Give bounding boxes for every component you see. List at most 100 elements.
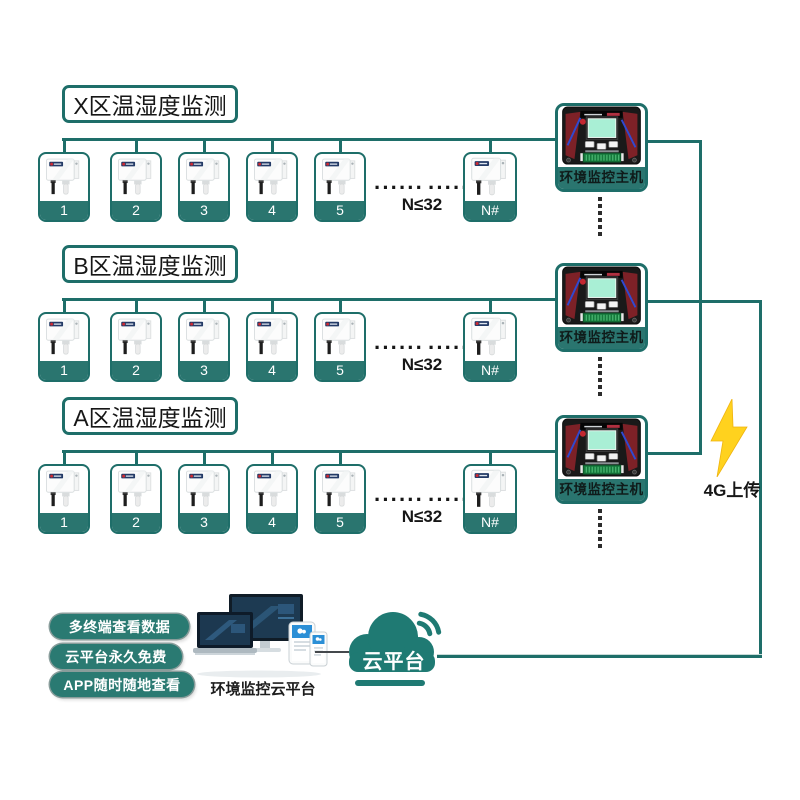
bus-drop-line: [203, 450, 206, 466]
sensor-device-image: [316, 154, 364, 201]
sensor-card: 4: [246, 464, 298, 534]
sensor-device-image: [40, 154, 88, 201]
bus-drop-line: [203, 298, 206, 314]
sensor-number: 4: [248, 361, 296, 380]
host-card: 环境监控主机: [555, 263, 648, 352]
host-card: 环境监控主机: [555, 415, 648, 504]
continuation-dots: [598, 509, 602, 548]
sensor-device-image: [465, 154, 515, 201]
sensor-device-image: [316, 314, 364, 361]
sensor-device-image: [248, 466, 296, 513]
cloud-label: 云平台: [362, 651, 426, 673]
sensor-number: 5: [316, 513, 364, 532]
bus-drop-line: [203, 138, 206, 154]
sensor-number: 4: [248, 201, 296, 220]
zone-title-b: B区温湿度监测: [62, 245, 238, 283]
sensor-device-image: [112, 154, 160, 201]
sensor-device-image: [40, 466, 88, 513]
bus-drop-line: [339, 138, 342, 154]
bus-drop-line: [135, 298, 138, 314]
sensor-card-n: N#: [463, 464, 517, 534]
host-device-image: [558, 418, 645, 479]
cloud-uplink-line: [437, 654, 762, 658]
zone-section-x: X区温湿度监测 1 2 3 4 5 ······ ······ N≤32: [0, 85, 800, 245]
bus-drop-line: [271, 450, 274, 466]
sensor-card: 2: [110, 464, 162, 534]
multi-device-image: [193, 594, 328, 678]
sensor-number: N#: [465, 361, 515, 380]
device-to-cloud-line: [315, 651, 349, 653]
sensor-device-image: [40, 314, 88, 361]
sensor-card: 3: [178, 312, 230, 382]
uplink-trunk-line: [759, 300, 762, 657]
sensor-number: 4: [248, 513, 296, 532]
sensor-device-image: [112, 314, 160, 361]
host-to-bus-line: [647, 300, 762, 303]
host-label: 环境监控主机: [558, 327, 645, 349]
sensor-number: 2: [112, 201, 160, 220]
sensor-device-image: [180, 154, 228, 201]
ellipsis-dots: ······: [374, 175, 424, 200]
bus-drop-line: [135, 138, 138, 154]
zone-section-b: B区温湿度监测 1 2 3 4 5 ······ ······ N≤32: [0, 245, 800, 405]
sensor-count-limit: N≤32: [401, 355, 443, 374]
host-to-bus-line: [647, 140, 702, 143]
sensor-number: 3: [180, 201, 228, 220]
sensor-number: 2: [112, 361, 160, 380]
sensor-card: 3: [178, 464, 230, 534]
cloud-platform-icon: [349, 611, 442, 686]
sensor-number: 1: [40, 513, 88, 532]
sensor-device-image: [180, 314, 228, 361]
ellipsis-dots: ······: [374, 487, 424, 512]
sensor-card: 4: [246, 152, 298, 222]
host-label: 环境监控主机: [558, 479, 645, 501]
sensor-number: 5: [316, 361, 364, 380]
sensor-device-image: [465, 466, 515, 513]
host-label: 环境监控主机: [558, 167, 645, 189]
bus-drop-line: [135, 450, 138, 466]
sensor-card: 4: [246, 312, 298, 382]
bus-drop-line: [489, 450, 492, 466]
bus-drop-line: [63, 138, 66, 154]
sensor-card: 2: [110, 312, 162, 382]
sensor-count-limit: N≤32: [401, 507, 443, 526]
sensor-card: 3: [178, 152, 230, 222]
upload-label: 4G上传: [703, 481, 761, 500]
sensor-card-n: N#: [463, 152, 517, 222]
bus-drop-line: [339, 450, 342, 466]
platform-label: 环境监控云平台: [210, 681, 316, 698]
bus-drop-line: [271, 298, 274, 314]
zone-title-a: A区温湿度监测: [62, 397, 238, 435]
host-card: 环境监控主机: [555, 103, 648, 192]
host-trunk-line: [699, 140, 702, 455]
sensor-number: 5: [316, 201, 364, 220]
sensor-device-image: [465, 314, 515, 361]
sensor-card-n: N#: [463, 312, 517, 382]
sensor-card: 5: [314, 464, 366, 534]
ellipsis-dots: ······: [374, 335, 424, 360]
sensor-number: N#: [465, 201, 515, 220]
host-to-bus-line: [647, 452, 702, 455]
sensor-number: 1: [40, 201, 88, 220]
feature-pill-app: APP随时随地查看: [50, 672, 194, 697]
sensor-card: 1: [38, 152, 90, 222]
sensor-device-image: [316, 466, 364, 513]
sensor-card: 1: [38, 312, 90, 382]
bus-drop-line: [63, 298, 66, 314]
sensor-number: 3: [180, 513, 228, 532]
bus-drop-line: [63, 450, 66, 466]
sensor-bus-line: [62, 138, 555, 141]
sensor-device-image: [180, 466, 228, 513]
sensor-device-image: [112, 466, 160, 513]
continuation-dots: [598, 197, 602, 236]
bus-drop-line: [271, 138, 274, 154]
sensor-card: 1: [38, 464, 90, 534]
host-device-image: [558, 106, 645, 167]
zone-section-a: A区温湿度监测 1 2 3 4 5 ······ ······ N≤32: [0, 397, 800, 557]
lightning-bolt-icon: [710, 399, 748, 477]
feature-pill-free-cloud: 云平台永久免费: [50, 644, 182, 669]
sensor-card: 5: [314, 312, 366, 382]
sensor-device-image: [248, 154, 296, 201]
host-device-image: [558, 266, 645, 327]
